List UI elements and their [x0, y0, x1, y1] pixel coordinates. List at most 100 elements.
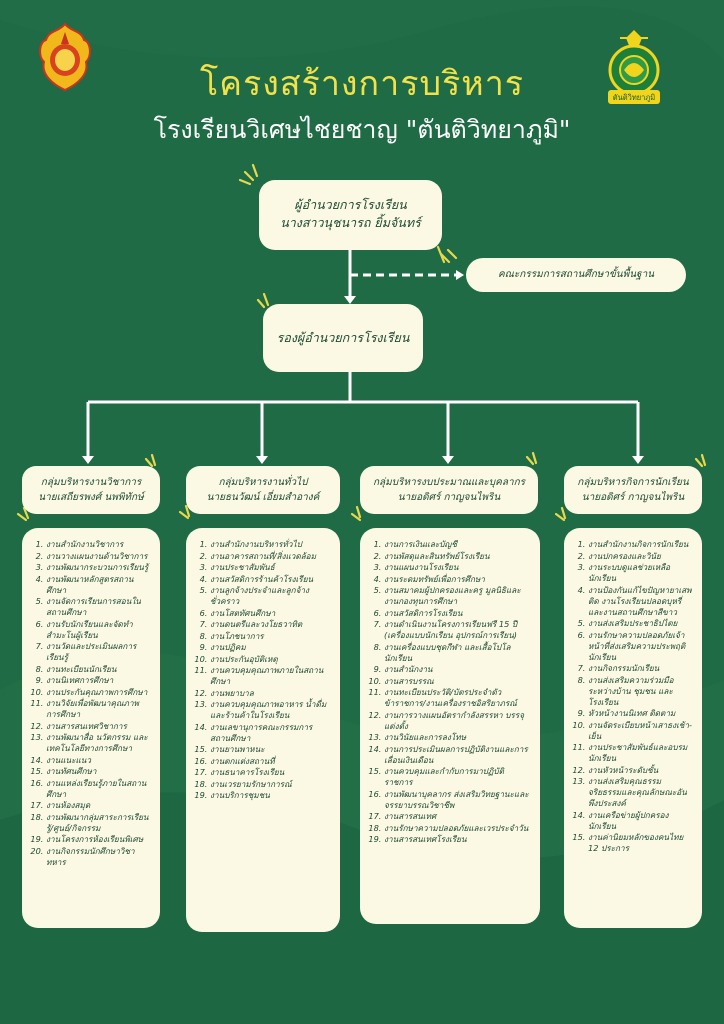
- list-item: งานพัฒนาสื่อ นวัตกรรม และเทคโนโลยีทางการ…: [46, 732, 152, 754]
- list-item: งานป้องกันแก้ไขปัญหายาเสพติด งานโรงเรียน…: [588, 585, 694, 618]
- logo-banner-text: ตันติวิทยาภูมิ: [613, 93, 656, 102]
- list-item: งานวินัยและการลงโทษ: [384, 732, 532, 743]
- list-item: งานทะเบียนนักเรียน: [46, 664, 152, 675]
- group-title: กลุ่มบริหารกิจการนักเรียน: [577, 477, 689, 488]
- list-item: งานโครงการห้องเรียนพิเศษ: [46, 834, 152, 845]
- list-item: งานรักษาความปลอดภัยและเวรประจำวัน: [384, 823, 532, 834]
- list-item: งานสำนักงานวิชาการ: [46, 539, 152, 550]
- list-item: งานโสตทัศนศึกษา: [210, 608, 332, 619]
- group-head-name: นายธนวัฒน์ เอี่ยมสำอางค์: [206, 492, 320, 503]
- list-item: งานวัดและประเมินผลการเรียนรู้: [46, 641, 152, 663]
- list-item: งานพัฒนาหลักสูตรสถานศึกษา: [46, 574, 152, 596]
- list-item: งานแนะแนว: [46, 755, 152, 766]
- group-academic-list: งานสำนักงานวิชาการงานวางแผนงานด้านวิชากา…: [22, 528, 160, 928]
- list-item: งานรักษาความปลอดภัยเจ้าหน้าที่ส่งเสริมคว…: [588, 630, 694, 663]
- list-item: งานกิจกรรมนักเรียน: [588, 663, 694, 674]
- list-item: งานดนตรีและวงโยธวาทิต: [210, 619, 332, 630]
- list-item: งานจัดระเบียบหน้าเสาธงเช้า-เย็น: [588, 720, 694, 742]
- group-head-name: นายเสถียรพงศ์ นพพิทักษ์: [38, 492, 144, 503]
- group-academic-head-box: กลุ่มบริหารงานวิชาการ นายเสถียรพงศ์ นพพิ…: [22, 466, 160, 514]
- list-item: งานควบคุมคุณภาพภายในสถานศึกษา: [210, 665, 332, 687]
- list-item: งานเครือข่ายผู้ปกครองนักเรียน: [588, 810, 694, 832]
- list-item: งานสมาคมผู้ปกครองและครู มูลนิธิและงานกอง…: [384, 585, 532, 607]
- list-item: งานประกันอุบัติเหตุ: [210, 654, 332, 665]
- list-item: หัวหน้างานนิเทศ ติดตาม: [588, 708, 694, 719]
- school-logo: ตันติวิทยาภูมิ: [608, 30, 660, 104]
- task-list: งานสำนักงานวิชาการงานวางแผนงานด้านวิชากา…: [32, 539, 152, 868]
- list-item: งานทะเบียนประวัติ/บัตรประจำตัวข้าราชการ/…: [384, 687, 532, 709]
- list-item: งานสวัสดิการร้านค้าโรงเรียน: [210, 574, 332, 585]
- list-item: งานสำนักงานบริหารทั่วไป: [210, 539, 332, 550]
- committee-label: คณะกรรมการสถานศึกษาขั้นพื้นฐาน: [497, 269, 655, 280]
- group-budget-list: งานการเงินและบัญชีงานพัสดุและสินทรัพย์โร…: [360, 528, 540, 924]
- list-item: งานแผนงานโรงเรียน: [384, 562, 532, 573]
- director-role: ผู้อำนวยการโรงเรียน: [294, 197, 407, 212]
- group-head-name: นายอดิศร์ กาญจนไพริน: [397, 492, 501, 503]
- director-name: นางสาวนุชนารถ ยิ้มจันทร์: [280, 215, 421, 230]
- group-student-head-box: กลุ่มบริหารกิจการนักเรียน นายอดิศร์ กาญจ…: [564, 466, 702, 514]
- list-item: งานปฏิคม: [210, 642, 332, 653]
- list-item: งานสำนักงาน: [384, 664, 532, 675]
- group-student-list: งานสำนักงานกิจการนักเรียนงานปกครองและวิน…: [564, 528, 702, 928]
- committee-box: คณะกรรมการสถานศึกษาขั้นพื้นฐาน: [466, 258, 686, 292]
- list-item: งานเลขานุการคณะกรรมการสถานศึกษา: [210, 722, 332, 744]
- list-item: งานยานพาหนะ: [210, 744, 332, 755]
- list-item: งานพัสดุและสินทรัพย์โรงเรียน: [384, 551, 532, 562]
- list-item: งานปกครองและวินัย: [588, 551, 694, 562]
- list-item: งานรับนักเรียนและจัดทำสำมะโนผู้เรียน: [46, 619, 152, 641]
- page-subtitle: โรงเรียนวิเศษไชยชาญ "ตันติวิทยาภูมิ": [153, 115, 571, 144]
- list-item: งานระบบดูแลช่วยเหลือนักเรียน: [588, 562, 694, 584]
- list-item: งานทัศนศึกษา: [46, 766, 152, 777]
- list-item: งานควบคุมและกำกับการมาปฏิบัติราชการ: [384, 766, 532, 788]
- group-general-head-box: กลุ่มบริหารงานทั่วไป นายธนวัฒน์ เอี่ยมสำ…: [186, 466, 340, 514]
- list-item: งานอาคารสถานที่/สิ่งแวดล้อม: [210, 551, 332, 562]
- list-item: งานลูกจ้างประจำและลูกจ้างชั่วคราว: [210, 585, 332, 607]
- list-item: งานสารสนเทศโรงเรียน: [384, 834, 532, 845]
- list-item: งานพัฒนากลุ่มสาระการเรียนรู้/ศูนย์/กิจกร…: [46, 812, 152, 834]
- list-item: งานเวรยามรักษาการณ์: [210, 779, 332, 790]
- list-item: งานส่งเสริมคุณธรรม จริยธรรมและคุณลักษณะอ…: [588, 776, 694, 809]
- list-item: งานส่งเสริมประชาธิปไตย: [588, 618, 694, 629]
- list-item: งานการเงินและบัญชี: [384, 539, 532, 550]
- sparkle-icon: [16, 163, 707, 522]
- task-list: งานสำนักงานบริหารทั่วไปงานอาคารสถานที่/ส…: [196, 539, 332, 801]
- list-item: งานสำนักงานกิจการนักเรียน: [588, 539, 694, 550]
- list-item: งานหัวหน้าระดับชั้น: [588, 765, 694, 776]
- list-item: งานโภชนาการ: [210, 631, 332, 642]
- task-list: งานการเงินและบัญชีงานพัสดุและสินทรัพย์โร…: [370, 539, 532, 845]
- list-item: งานส่งเสริมความร่วมมือระหว่างบ้าน ชุมชน …: [588, 675, 694, 708]
- list-item: งานสารบรรณ: [384, 676, 532, 687]
- list-item: งานกิจกรรมนักศึกษาวิชาทหาร: [46, 846, 152, 868]
- list-item: งานการวางแผนอัตรากำลังสรรหา บรรจุแต่งตั้…: [384, 710, 532, 732]
- list-item: งานสารสนเทศวิชาการ: [46, 721, 152, 732]
- list-item: งานค่านิยมหลักของคนไทย 12 ประการ: [588, 832, 694, 854]
- list-item: งานระดมทรัพย์เพื่อการศึกษา: [384, 574, 532, 585]
- list-item: งานสวัสดิการโรงเรียน: [384, 608, 532, 619]
- group-head-name: นายอดิศร์ กาญจนไพริน: [581, 492, 685, 503]
- group-title: กลุ่มบริหารงบประมาณและบุคลากร: [372, 477, 526, 488]
- list-item: งานธนาคารโรงเรียน: [210, 767, 332, 778]
- list-item: งานแหล่งเรียนรู้ภายในสถานศึกษา: [46, 778, 152, 800]
- list-item: งานพยาบาล: [210, 688, 332, 699]
- list-item: งานวิจัยเพื่อพัฒนาคุณภาพการศึกษา: [46, 698, 152, 720]
- deputy-role: รองผู้อำนวยการโรงเรียน: [276, 330, 410, 345]
- list-item: งานพัฒนาบุคลากร ส่งเสริมวิทยฐานะและจรรยา…: [384, 789, 532, 811]
- list-item: งานบริการชุมชน: [210, 790, 332, 801]
- task-list: งานสำนักงานกิจการนักเรียนงานปกครองและวิน…: [574, 539, 694, 854]
- deputy-box: รองผู้อำนวยการโรงเรียน: [263, 304, 423, 372]
- list-item: งานตกแต่งสถานที่: [210, 756, 332, 767]
- list-item: งานประชาสัมพันธ์และอบรมนักเรียน: [588, 742, 694, 764]
- list-item: งานควบคุมคุณภาพอาหาร น้ำดื่มและร้านค้าใน…: [210, 699, 332, 721]
- director-box: ผู้อำนวยการโรงเรียน นางสาวนุชนารถ ยิ้มจั…: [259, 180, 442, 250]
- list-item: งานนิเทศการศึกษา: [46, 675, 152, 686]
- list-item: งานจัดการเรียนการสอนในสถานศึกษา: [46, 596, 152, 618]
- list-item: งานประชาสัมพันธ์: [210, 562, 332, 573]
- list-item: งานห้องสมุด: [46, 800, 152, 811]
- list-item: งานการประเมินผลการปฏิบัติงานและการเลื่อน…: [384, 744, 532, 766]
- list-item: งานพัฒนากระบวนการเรียนรู้: [46, 562, 152, 573]
- group-title: กลุ่มบริหารงานทั่วไป: [218, 477, 308, 488]
- group-general-list: งานสำนักงานบริหารทั่วไปงานอาคารสถานที่/ส…: [186, 528, 340, 932]
- list-item: งานสารสนเทศ: [384, 811, 532, 822]
- page-title: โครงสร้างการบริหาร: [199, 64, 525, 104]
